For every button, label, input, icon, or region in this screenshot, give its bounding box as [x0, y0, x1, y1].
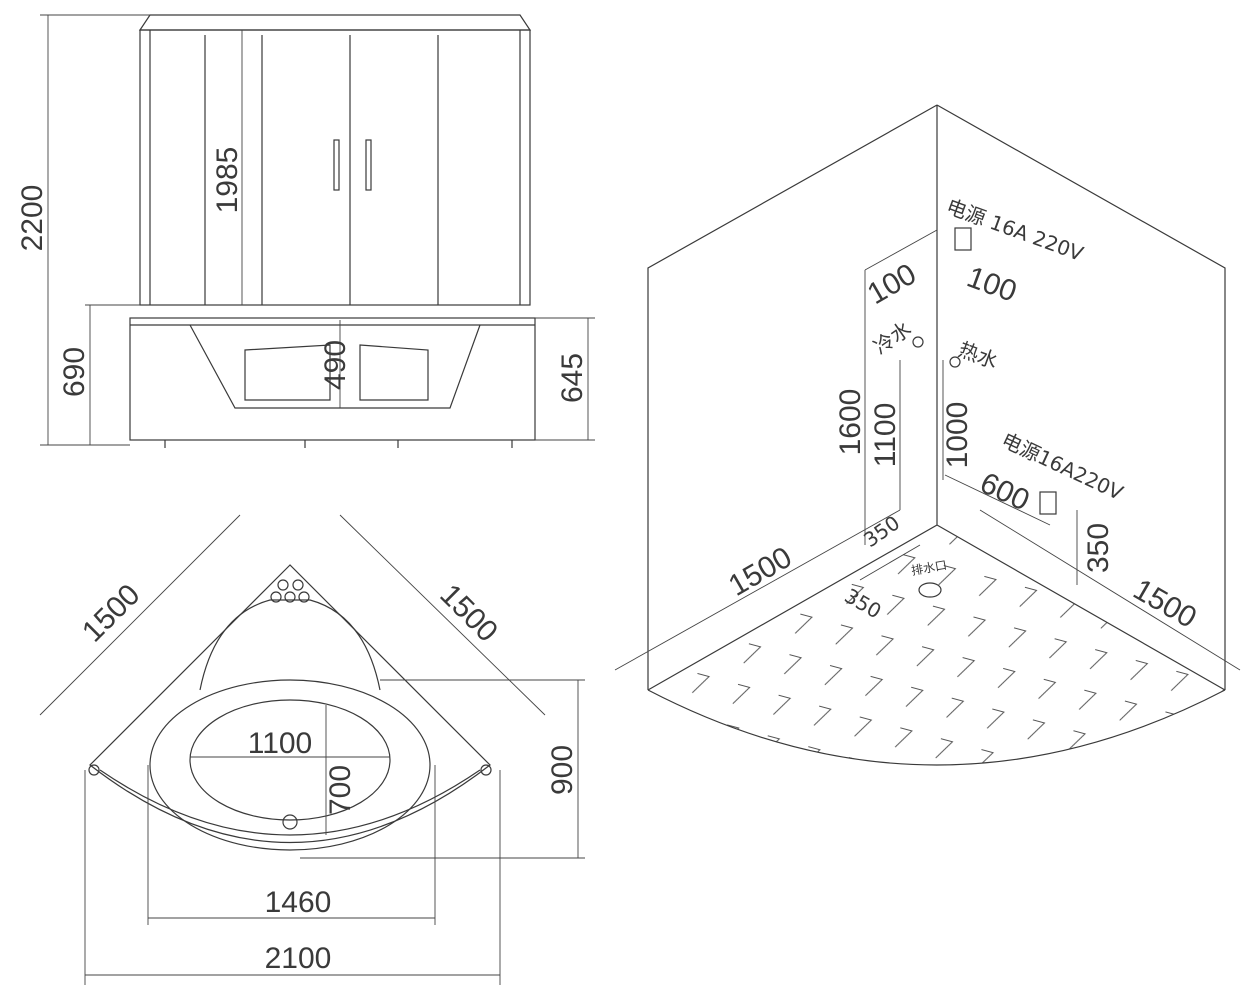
plan-view: 1500 1500 1100 700 900 1460 2100 — [39, 514, 585, 985]
dim-depth: 900 — [546, 745, 579, 795]
dim-cold-height: 1100 — [869, 403, 902, 468]
dim-apron-height: 645 — [556, 353, 589, 403]
dim-inner-width: 1460 — [265, 886, 332, 919]
room-view: 电源 16A 220V 100 100 冷水 热水 1600 1100 1000… — [614, 104, 1241, 766]
dim-wall-left: 1500 — [723, 541, 797, 603]
dim-hot-height: 1000 — [941, 402, 974, 469]
dim-wall-right: 1500 — [1128, 573, 1202, 635]
dim-side-left: 1500 — [76, 578, 147, 649]
dim-overall-width: 2100 — [265, 942, 332, 975]
dim-power-height: 1600 — [834, 389, 867, 456]
dim-height-total: 2200 — [16, 185, 49, 252]
dim-apron-inner: 490 — [319, 340, 352, 390]
dim-side-right: 1500 — [433, 578, 504, 649]
cold-water-label: 冷水 — [869, 316, 916, 359]
dim-basin-width: 700 — [324, 765, 357, 815]
power-label-top: 电源 16A 220V — [943, 194, 1087, 266]
dim-offset-a: 100 — [862, 257, 922, 311]
dim-base-height: 690 — [58, 347, 91, 397]
dim-offset-b: 100 — [963, 261, 1021, 309]
hot-water-label: 热水 — [955, 337, 1001, 373]
dim-350-left: 350 — [859, 511, 904, 553]
dim-350-right: 350 — [1082, 523, 1115, 573]
drain-label: 排水口 — [910, 558, 948, 578]
front-elevation: 2200 1985 690 490 645 — [16, 14, 595, 448]
dim-glass-height: 1985 — [211, 147, 244, 214]
dim-600: 600 — [975, 466, 1034, 517]
dim-basin-length: 1100 — [248, 727, 313, 760]
